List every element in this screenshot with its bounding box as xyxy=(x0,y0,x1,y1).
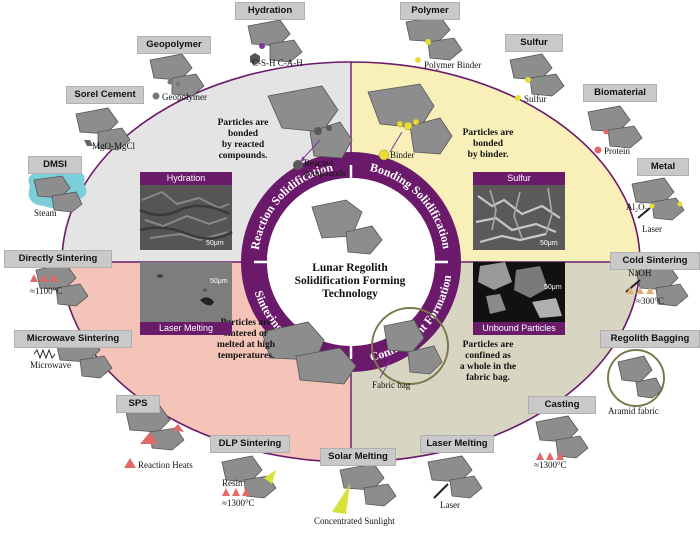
sem-sulfur-caption: Sulfur xyxy=(473,172,565,185)
method-casting-title: Casting xyxy=(528,396,596,414)
method-sulfur-caption: Sulfur xyxy=(524,94,547,104)
direct-sintering-icon xyxy=(30,263,89,307)
method-hydration-title: Hydration xyxy=(235,2,305,20)
method-sps-caption: Reaction Heats xyxy=(138,460,193,470)
method-cold-caption: NaOH xyxy=(628,268,652,278)
method-dlp-caption-2: ≈1300°C xyxy=(222,498,255,508)
confinement-label: Fabric bag xyxy=(372,380,411,390)
sem-unbound-caption: Unbound Particles xyxy=(473,322,565,335)
center-rock-1 xyxy=(311,199,363,239)
bonding-label: Binder xyxy=(390,150,415,160)
dmsi-icon xyxy=(28,166,87,213)
method-dmsi-caption: Steam xyxy=(34,208,57,218)
method-metal-title: Metal xyxy=(637,158,689,176)
scale-hydration: 50μm xyxy=(206,240,224,247)
method-dlp-caption: Resin xyxy=(222,478,243,488)
scale-unbound: 50μm xyxy=(544,284,562,291)
sem-laser-melting xyxy=(140,262,232,322)
sulfur-icon xyxy=(509,53,565,101)
sem-sulfur xyxy=(473,184,565,250)
method-geopolymer-title: Geopolymer xyxy=(137,36,211,54)
metal-icon xyxy=(631,177,685,221)
central-disc xyxy=(267,178,435,346)
method-bagging-title: Regolith Bagging xyxy=(600,330,700,348)
sem-hydration xyxy=(139,184,233,250)
method-sps-title: SPS xyxy=(116,395,160,413)
solar-melting-icon xyxy=(332,463,397,514)
cold-sintering-icon xyxy=(625,263,689,307)
laser-melting-icon xyxy=(427,455,483,499)
biomaterial-icon xyxy=(587,105,643,154)
method-dlp-title: DLP Sintering xyxy=(210,435,290,453)
dlp-sintering-icon xyxy=(221,455,277,499)
method-sulfur-title: Sulfur xyxy=(505,34,563,52)
bonding-illustration xyxy=(367,83,453,161)
sem-laser-caption: Laser Melting xyxy=(140,322,232,335)
method-hydration-caption: C-S-H C-A-H xyxy=(252,58,303,68)
method-biomaterial-caption: Protein xyxy=(604,146,630,156)
method-solar-title: Solar Melting xyxy=(320,448,396,466)
method-sorel-caption: MgO-MgCl xyxy=(92,141,136,151)
method-dmsi-title: DMSI xyxy=(28,156,82,174)
method-laser-caption: Laser xyxy=(440,500,460,510)
casting-icon xyxy=(535,415,589,460)
scale-sulfur: 50μm xyxy=(540,240,558,247)
method-solar-caption: Concentrated Sunlight xyxy=(314,516,395,526)
method-direct-title: Directly Sintering xyxy=(4,250,112,268)
method-casting-caption: ≈1300°C xyxy=(534,460,567,470)
scale-laser: 50μm xyxy=(210,278,228,285)
sem-unbound-particles xyxy=(473,262,565,322)
method-geopolymer-caption: Geopolymer xyxy=(162,92,207,102)
method-bagging-caption: Aramid fabric xyxy=(608,406,659,416)
sem-hydration-caption: Hydration xyxy=(140,172,232,185)
confinement-illustration xyxy=(371,307,449,385)
method-direct-caption: ≈1100°C xyxy=(30,286,63,296)
method-cold-title: Cold Sintering xyxy=(610,252,700,270)
hydration-icon xyxy=(247,19,303,65)
geopolymer-icon xyxy=(149,53,205,100)
method-microwave-title: Microwave Sintering xyxy=(14,330,132,348)
reaction-illustration xyxy=(267,85,353,170)
method-metal-caption: Al₂O₃ xyxy=(626,202,648,212)
regolith-bagging-icon xyxy=(607,349,665,407)
sorel-icon xyxy=(75,107,131,151)
method-biomaterial-title: Biomaterial xyxy=(583,84,657,102)
method-cold-caption-2: ≈300°C xyxy=(636,296,665,306)
method-sorel-title: Sorel Cement xyxy=(66,86,144,104)
center-rock-2 xyxy=(345,225,383,255)
method-laser-title: Laser Melting xyxy=(420,435,494,453)
method-polymer-title: Polymer xyxy=(400,2,460,20)
polymer-icon xyxy=(405,15,463,63)
method-polymer-caption: Polymer Binder xyxy=(424,60,482,70)
method-metal-caption-2: Laser xyxy=(642,224,662,234)
sintering-illustration xyxy=(261,321,357,385)
method-microwave-caption: Microwave xyxy=(30,360,71,370)
center-title: Lunar Regolith Solidification Forming Te… xyxy=(294,262,406,300)
